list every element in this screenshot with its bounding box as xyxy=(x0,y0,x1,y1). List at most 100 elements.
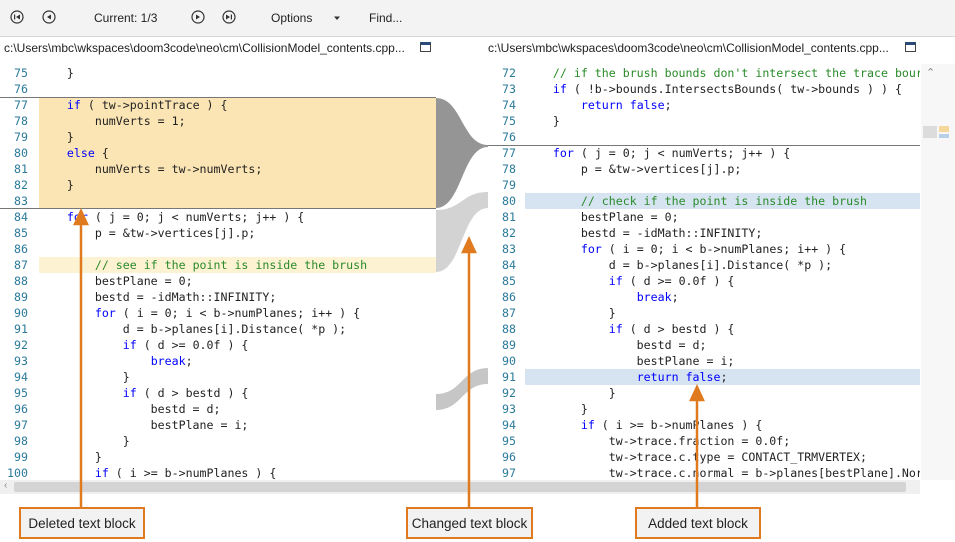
code-text: // see if the point is inside the brush xyxy=(94,258,368,272)
options-dropdown-button[interactable] xyxy=(330,11,344,25)
first-diff-button[interactable] xyxy=(10,10,24,24)
code-text: bestPlane = i; xyxy=(525,354,735,368)
code-line[interactable]: 81 numVerts = tw->numVerts; xyxy=(0,161,436,177)
line-number: 76 xyxy=(14,82,28,96)
code-text: d = b->planes[i].Distance( *p ); xyxy=(525,258,833,272)
code-line[interactable]: 87 // see if the point is inside the bru… xyxy=(0,257,436,273)
code-line[interactable]: 77 for ( j = 0; j < numVerts; j++ ) { xyxy=(488,145,920,161)
code-line[interactable]: 97 tw->trace.c.normal = b->planes[bestPl… xyxy=(488,465,920,480)
code-line[interactable]: 76 xyxy=(0,81,436,97)
code-line[interactable]: 78 numVerts = 1; xyxy=(0,113,436,129)
code-line[interactable]: 84 d = b->planes[i].Distance( *p ); xyxy=(488,257,920,273)
code-line[interactable]: 98 } xyxy=(0,433,436,449)
scrollbar-thumb[interactable] xyxy=(14,482,906,492)
line-number: 95 xyxy=(502,434,516,448)
code-line[interactable]: 88 bestPlane = 0; xyxy=(0,273,436,289)
code-line[interactable]: 85 if ( d >= 0.0f ) { xyxy=(488,273,920,289)
code-text: break; xyxy=(636,290,679,304)
code-text: if ( d > bestd ) { xyxy=(608,322,735,336)
code-line[interactable]: 83 xyxy=(0,193,436,209)
line-number: 87 xyxy=(502,306,516,320)
code-line[interactable]: 81 bestPlane = 0; xyxy=(488,209,920,225)
scroll-up-icon[interactable]: ⌃ xyxy=(926,67,936,79)
code-line[interactable]: 82 } xyxy=(0,177,436,193)
code-line[interactable]: 78 p = &tw->vertices[j].p; xyxy=(488,161,920,177)
line-number: 97 xyxy=(14,418,28,432)
code-line[interactable]: 95 tw->trace.fraction = 0.0f; xyxy=(488,433,920,449)
line-number: 100 xyxy=(7,466,28,480)
scroll-left-icon[interactable]: ‹ xyxy=(4,480,8,491)
code-line[interactable]: 74 return false; xyxy=(488,97,920,113)
caret-down-icon xyxy=(334,16,340,20)
next-diff-button[interactable] xyxy=(191,10,205,24)
code-line[interactable]: 80 // check if the point is inside the b… xyxy=(488,193,920,209)
code-line[interactable]: 83 for ( i = 0; i < b->numPlanes; i++ ) … xyxy=(488,241,920,257)
code-line[interactable]: 90 bestPlane = i; xyxy=(488,353,920,369)
code-text: // if the brush bounds don't intersect t… xyxy=(552,66,920,80)
overview-ruler[interactable] xyxy=(921,64,955,480)
code-line[interactable]: 86 break; xyxy=(488,289,920,305)
code-line[interactable]: 84 for ( j = 0; j < numVerts; j++ ) { xyxy=(0,209,436,225)
line-number: 93 xyxy=(502,402,516,416)
line-number: 85 xyxy=(14,226,28,240)
code-line[interactable]: 86 xyxy=(0,241,436,257)
code-line[interactable]: 72 // if the brush bounds don't intersec… xyxy=(488,65,920,81)
code-line[interactable]: 99 } xyxy=(0,449,436,465)
code-line[interactable]: 96 bestd = d; xyxy=(0,401,436,417)
maximize-pane-icon[interactable] xyxy=(905,42,916,52)
code-text: if ( i >= b->numPlanes ) { xyxy=(580,418,763,432)
code-line[interactable]: 91 return false; xyxy=(488,369,920,385)
line-number: 81 xyxy=(14,162,28,176)
code-line[interactable]: 90 for ( i = 0; i < b->numPlanes; i++ ) … xyxy=(0,305,436,321)
line-number: 73 xyxy=(502,82,516,96)
code-text: if ( d > bestd ) { xyxy=(122,386,249,400)
code-line[interactable]: 93 } xyxy=(488,401,920,417)
maximize-pane-icon[interactable] xyxy=(420,42,431,52)
code-line[interactable]: 100 if ( i >= b->numPlanes ) { xyxy=(0,465,436,480)
code-line[interactable]: 79 } xyxy=(0,129,436,145)
last-diff-button[interactable] xyxy=(222,10,236,24)
code-text: bestPlane = i; xyxy=(39,418,249,432)
line-number: 85 xyxy=(502,274,516,288)
code-line[interactable]: 75 } xyxy=(0,65,436,81)
code-line[interactable]: 89 bestd = -idMath::INFINITY; xyxy=(0,289,436,305)
code-line[interactable]: 79 xyxy=(488,177,920,193)
code-text: p = &tw->vertices[j].p; xyxy=(525,162,742,176)
line-number: 91 xyxy=(14,322,28,336)
code-line[interactable]: 95 if ( d > bestd ) { xyxy=(0,385,436,401)
previous-diff-button[interactable] xyxy=(42,10,56,24)
code-line[interactable]: 92 } xyxy=(488,385,920,401)
code-line[interactable]: 89 bestd = d; xyxy=(488,337,920,353)
code-line[interactable]: 94 } xyxy=(0,369,436,385)
options-menu[interactable]: Options xyxy=(271,11,313,25)
horizontal-scrollbar[interactable]: ‹ xyxy=(0,480,920,494)
code-line[interactable]: 94 if ( i >= b->numPlanes ) { xyxy=(488,417,920,433)
right-code-pane[interactable]: 72 // if the brush bounds don't intersec… xyxy=(488,64,920,480)
diff-boundary xyxy=(0,208,436,209)
code-line[interactable]: 80 else { xyxy=(0,145,436,161)
previous-icon xyxy=(42,10,56,24)
code-line[interactable]: 76 xyxy=(488,129,920,145)
code-line[interactable]: 97 bestPlane = i; xyxy=(0,417,436,433)
code-text: for ( i = 0; i < b->numPlanes; i++ ) { xyxy=(94,306,361,320)
code-text: numVerts = tw->numVerts; xyxy=(39,162,263,176)
code-line[interactable]: 87 } xyxy=(488,305,920,321)
code-line[interactable]: 82 bestd = -idMath::INFINITY; xyxy=(488,225,920,241)
code-line[interactable]: 75 } xyxy=(488,113,920,129)
code-line[interactable]: 93 break; xyxy=(0,353,436,369)
code-line[interactable]: 73 if ( !b->bounds.IntersectsBounds( tw-… xyxy=(488,81,920,97)
code-line[interactable]: 96 tw->trace.c.type = CONTACT_TRMVERTEX; xyxy=(488,449,920,465)
code-line[interactable]: 85 p = &tw->vertices[j].p; xyxy=(0,225,436,241)
code-line[interactable]: 77 if ( tw->pointTrace ) { xyxy=(0,97,436,113)
line-number: 99 xyxy=(14,450,28,464)
code-line[interactable]: 91 d = b->planes[i].Distance( *p ); xyxy=(0,321,436,337)
find-button[interactable]: Find... xyxy=(369,11,403,25)
line-number: 98 xyxy=(14,434,28,448)
line-number: 89 xyxy=(502,338,516,352)
code-line[interactable]: 88 if ( d > bestd ) { xyxy=(488,321,920,337)
code-text: for ( i = 0; i < b->numPlanes; i++ ) { xyxy=(580,242,847,256)
code-line[interactable]: 92 if ( d >= 0.0f ) { xyxy=(0,337,436,353)
code-text: } xyxy=(525,306,616,320)
line-number: 94 xyxy=(14,370,28,384)
